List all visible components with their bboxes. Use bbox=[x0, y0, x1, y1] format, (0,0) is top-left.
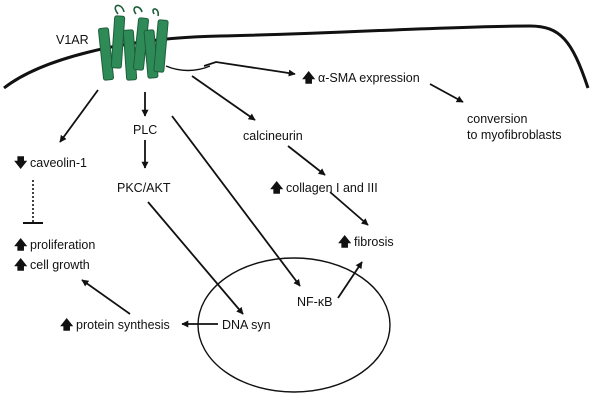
proliferation-label: proliferation bbox=[30, 238, 95, 252]
collagen-label: collagen I and III bbox=[286, 181, 378, 195]
up-arrow-icon: 🡅 bbox=[302, 71, 316, 86]
arrow-collagen-to-fibrosis bbox=[329, 191, 369, 226]
plc-label: PLC bbox=[133, 123, 157, 137]
receptor-label: V1AR bbox=[56, 33, 89, 47]
up-arrow-icon: 🡅 bbox=[60, 318, 74, 333]
cell-membrane bbox=[3, 24, 590, 90]
dna-syn-label: DNA syn bbox=[222, 318, 271, 332]
up-arrow-icon: 🡅 bbox=[270, 181, 284, 196]
v1ar-receptor-icon bbox=[98, 4, 211, 81]
protein-synthesis-label: protein synthesis bbox=[76, 318, 170, 332]
calcineurin-label: calcineurin bbox=[243, 129, 303, 143]
arrow-nfkb-to-fibrosis bbox=[337, 261, 363, 299]
arrow-receptor-to-asma bbox=[203, 61, 296, 77]
caveolin-label: caveolin-1 bbox=[30, 156, 87, 170]
up-arrow-icon: 🡅 bbox=[14, 258, 28, 273]
nucleus bbox=[197, 257, 391, 393]
arrow-asma-to-conversion bbox=[429, 83, 464, 103]
arrow-receptor-to-caveolin bbox=[59, 89, 99, 143]
conversion-label-line2: to myofibroblasts bbox=[467, 128, 561, 142]
up-arrow-icon: 🡅 bbox=[338, 235, 352, 250]
inhibition-tbar-icon bbox=[23, 180, 43, 224]
arrow-calcineurin-to-collagen bbox=[287, 145, 326, 176]
arrow-pkc-to-dnasyn bbox=[147, 201, 244, 315]
pathway-arrows bbox=[59, 61, 464, 328]
arrow-plc-to-nfkb bbox=[171, 115, 301, 287]
up-arrow-icon: 🡅 bbox=[14, 238, 28, 253]
cell-growth-label: cell growth bbox=[30, 258, 90, 272]
down-arrow-icon: 🡇 bbox=[14, 156, 28, 171]
asma-label: α-SMA expression bbox=[318, 71, 420, 85]
fibrosis-label: fibrosis bbox=[354, 235, 394, 249]
arrow-receptor-to-calcineurin bbox=[191, 75, 256, 121]
nfkb-label: NF-κB bbox=[297, 295, 332, 309]
conversion-label-line1: conversion bbox=[467, 112, 527, 126]
arrow-protein-synthesis-to-proliferation bbox=[81, 279, 131, 315]
pkc-akt-label: PKC/AKT bbox=[117, 181, 171, 195]
